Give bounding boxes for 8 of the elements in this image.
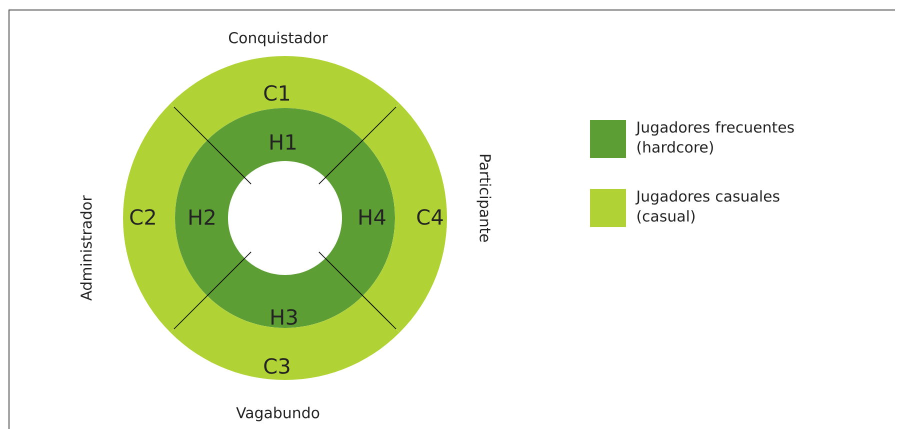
node-label: H4 [360,209,386,225]
node-label: H3 [272,309,297,325]
ring-sector: H4 [325,140,395,296]
ring-sector: H3 [207,258,363,328]
ring-sector: H1 [207,108,363,178]
legend-label: Jugadores frecuentes (hardcore) [635,121,794,154]
legend-label: Jugadores casuales (casual) [635,190,780,224]
ring-sector: H2 [175,140,245,296]
